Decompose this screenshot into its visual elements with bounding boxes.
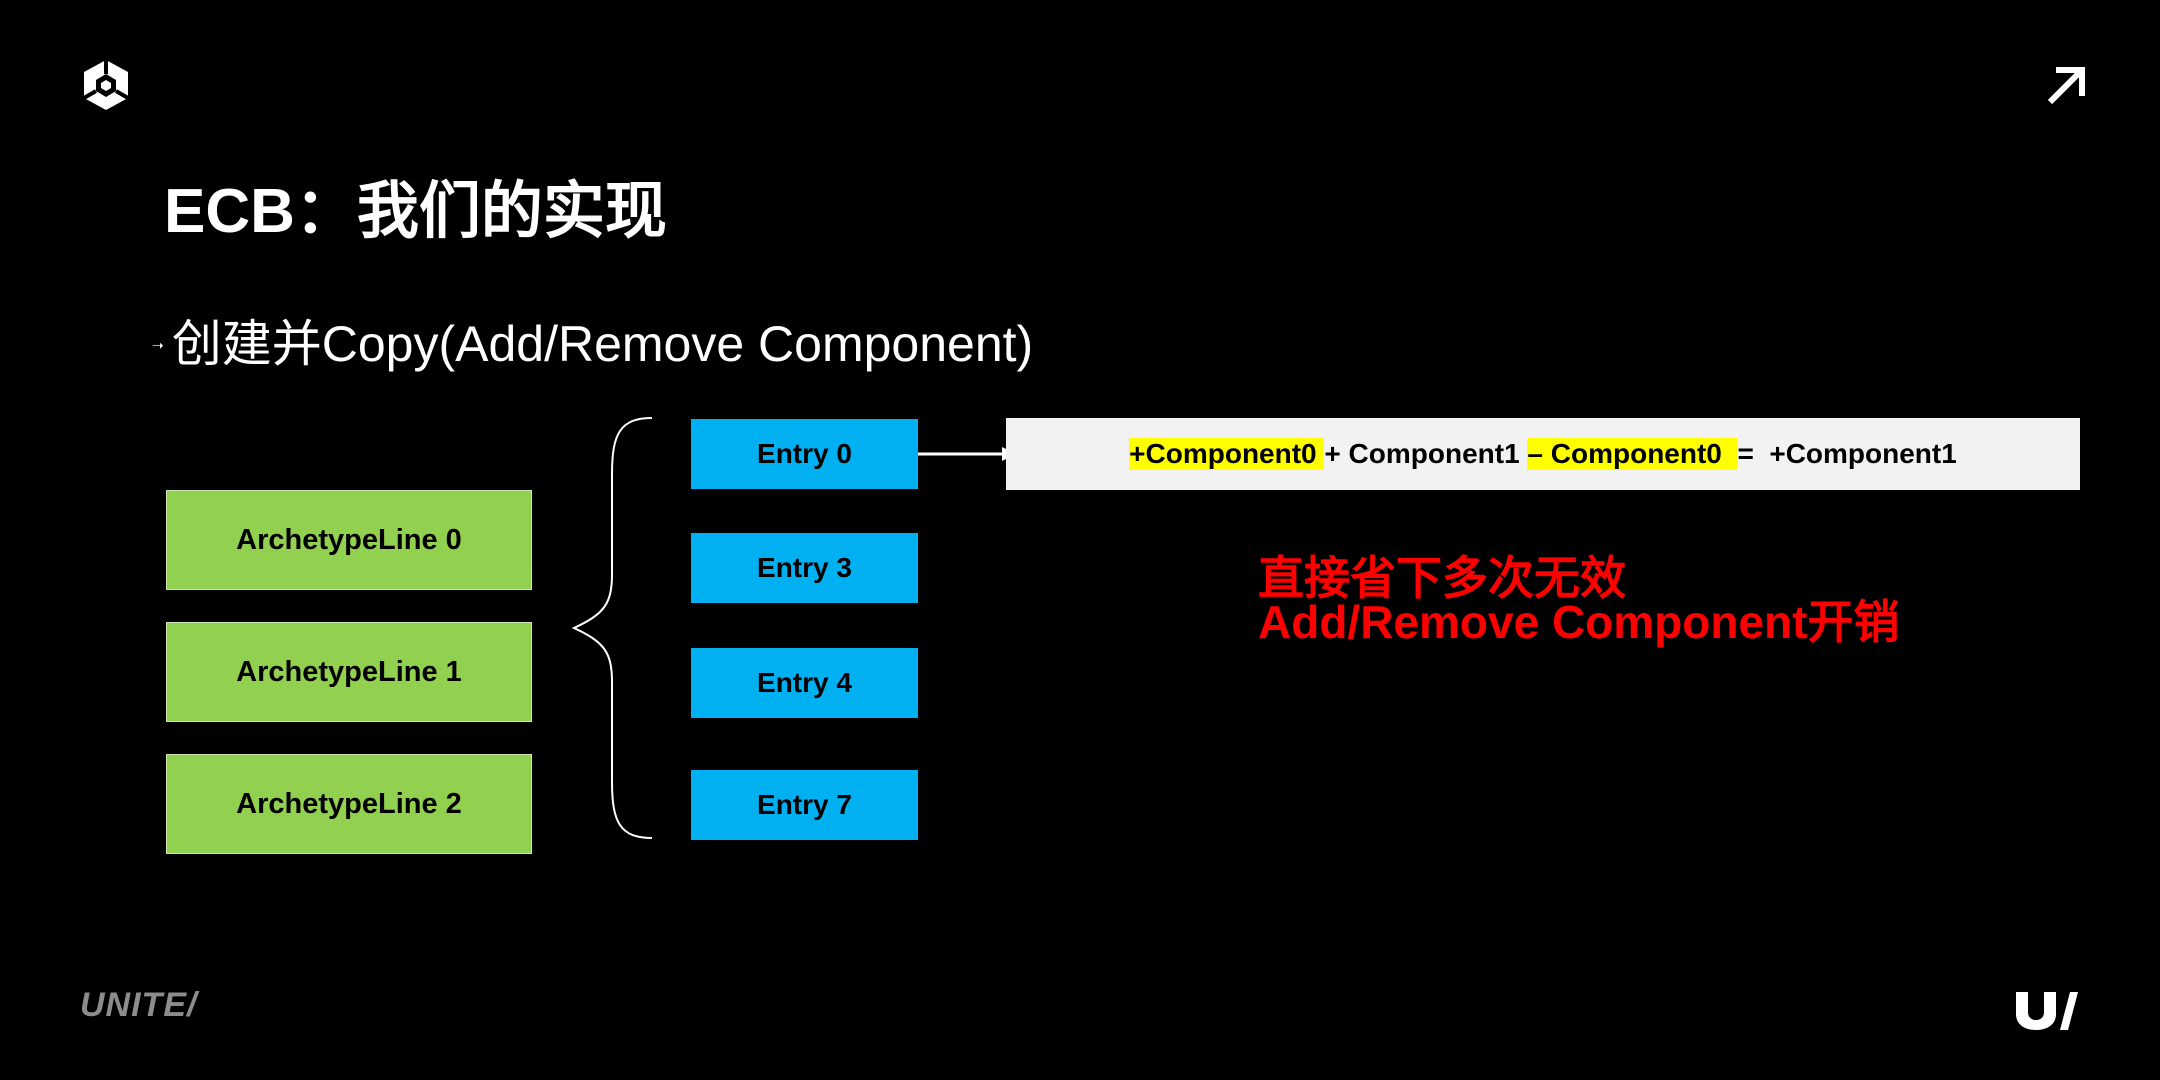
curly-brace bbox=[571, 417, 653, 839]
entry-box: Entry 3 bbox=[691, 533, 918, 603]
formula-add-component1: + Component1 bbox=[1324, 438, 1528, 469]
entry-box: Entry 4 bbox=[691, 648, 918, 718]
archetype-line-box: ArchetypeLine 0 bbox=[166, 490, 532, 590]
entry-box: Entry 0 bbox=[691, 419, 918, 489]
formula-result: = +Component1 bbox=[1737, 438, 1957, 469]
note-line-2: Add/Remove Component开销 bbox=[1258, 596, 1900, 648]
archetype-line-box: ArchetypeLine 2 bbox=[166, 754, 532, 854]
connector-arrow bbox=[918, 447, 1016, 461]
entry-box: Entry 7 bbox=[691, 770, 918, 840]
arrow-up-right-icon[interactable] bbox=[2044, 62, 2090, 108]
bullet-text: 创建并Copy(Add/Remove Component) bbox=[171, 316, 1034, 372]
formula-box: +Component0 + Component1 – Component0 = … bbox=[1006, 418, 2080, 490]
bullet-item: ➝ 创建并Copy(Add/Remove Component) bbox=[152, 304, 1033, 376]
slide-title: ECB：我们的实现 bbox=[164, 177, 667, 246]
formula-add-component0: +Component0 bbox=[1129, 438, 1325, 470]
unite-brand-logo: UNITE/ bbox=[80, 986, 198, 1024]
bullet-arrow-icon: ➝ bbox=[152, 336, 164, 353]
formula-remove-component0: – Component0 bbox=[1527, 438, 1738, 470]
note-line-1: 直接省下多次无效 bbox=[1258, 552, 1626, 604]
unite-u-logo-icon bbox=[2016, 992, 2078, 1030]
archetype-line-box: ArchetypeLine 1 bbox=[166, 622, 532, 722]
highlight-note: 直接省下多次无效 Add/Remove Component开销 bbox=[1258, 552, 1900, 648]
unity-logo-icon bbox=[82, 60, 130, 110]
